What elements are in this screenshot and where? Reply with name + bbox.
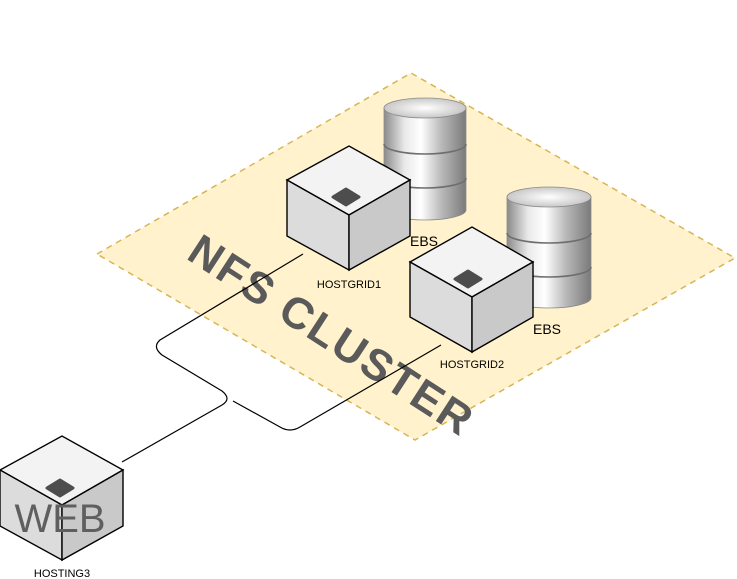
nfs-cluster-zone [95, 72, 737, 441]
port-icon [331, 187, 361, 207]
web-label: WEB [14, 497, 105, 541]
hostgrid1-label: HOSTGRID1 [317, 279, 381, 291]
ebs-label-2: EBS [533, 321, 561, 337]
hosting3-server[interactable] [0, 435, 125, 562]
hostgrid1-server[interactable] [285, 145, 412, 272]
ebs-label-1: EBS [410, 233, 438, 249]
hostgrid2-label: HOSTGRID2 [440, 359, 504, 371]
hostgrid2-server[interactable] [408, 226, 535, 354]
hosting3-label: HOSTING3 [34, 568, 90, 579]
port-icon [453, 269, 483, 289]
port-icon [45, 478, 75, 498]
connector-hostgrid1[interactable] [121, 253, 304, 463]
connector-hostgrid2[interactable] [232, 344, 442, 431]
